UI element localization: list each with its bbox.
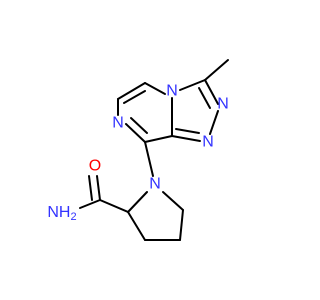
bond-c8-c8a: [144, 135, 173, 143]
bond-n2-n1: [209, 110, 219, 135]
bond-c8-npyr: [144, 141, 154, 177]
bond-cg-cd: [179, 209, 184, 241]
molecule-diagram: N N N N N O NH2: [0, 0, 300, 300]
bond-c3-n4: [179, 79, 206, 91]
bond-cd-npyr: [162, 191, 184, 211]
bond-c3-n2-double: [198, 87, 211, 109]
atom-o-label: O: [89, 158, 101, 175]
bond-c5-c6-double: [123, 90, 146, 104]
bond-camide-o-double: [88, 175, 93, 201]
bond-camide-o: [96, 175, 101, 201]
atom-nh2-label: NH2: [47, 204, 76, 224]
atom-n7-label: N: [112, 115, 124, 132]
atom-n1-label: N: [202, 134, 214, 151]
bond-n4-c5: [144, 82, 166, 95]
atom-npyr-label: N: [149, 176, 161, 193]
bond-ca-cb: [127, 211, 146, 241]
bond-n7-c8-double: [130, 117, 148, 134]
bond-n1-c8a: [171, 135, 201, 142]
bond-n1-c8a-double: [175, 128, 200, 134]
bond-c5-c6: [117, 82, 146, 100]
atom-n2-label: N: [217, 96, 229, 113]
atom-labels: N N N N N O NH2: [47, 83, 228, 224]
bond-ca-camide: [99, 199, 129, 213]
atom-nh2-main: NH: [47, 204, 70, 221]
bond-npyr-ca: [127, 191, 148, 213]
bond-n7-c8: [125, 123, 146, 143]
bond-methyl: [204, 59, 229, 81]
atom-nh2-subscript: 2: [70, 211, 76, 223]
bond-camide-n: [79, 199, 101, 209]
bonds: [79, 59, 229, 241]
atom-n4-label: N: [166, 83, 178, 100]
bond-c3-n2: [204, 79, 219, 105]
background: [0, 0, 300, 300]
